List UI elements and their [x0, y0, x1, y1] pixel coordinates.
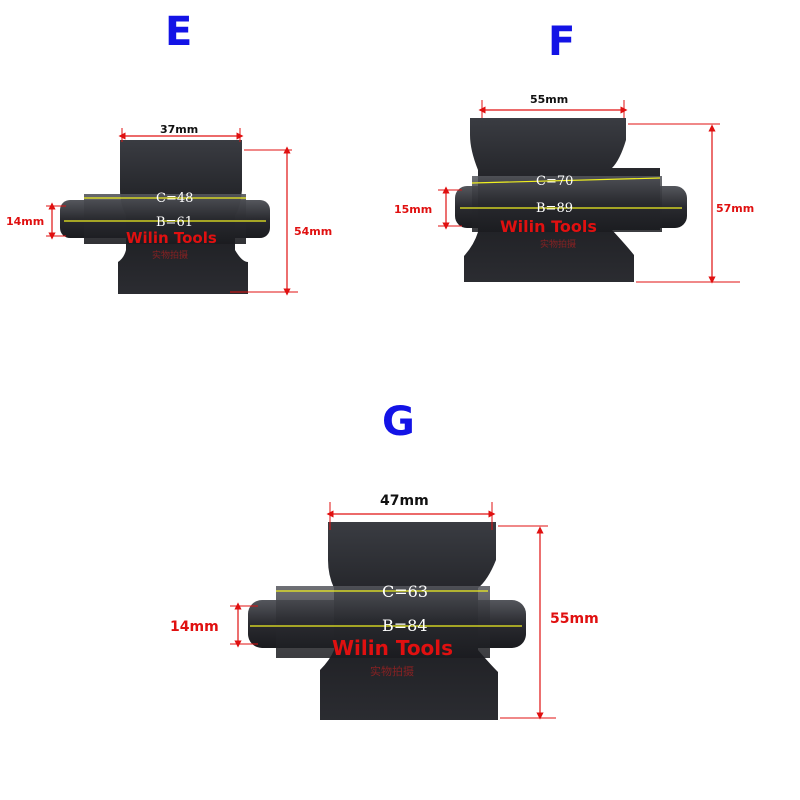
part-g-c-label: C=63 [382, 582, 429, 601]
part-e-watermark: Wilin Tools [126, 229, 217, 247]
part-f-c-label: C=70 [536, 174, 574, 189]
part-f-watermark: Wilin Tools [500, 217, 597, 236]
part-e-watermark-cn: 实物拍摄 [152, 251, 189, 261]
part-f-watermark-cn: 实物拍摄 [540, 240, 577, 250]
part-g-title: G [382, 399, 415, 445]
part-e-height: 54mm [294, 225, 333, 238]
part-e-shaft-diameter: 14mm [6, 215, 45, 228]
part-f-b-label: B=89 [536, 201, 573, 216]
part-g-top-width: 47mm [380, 493, 429, 509]
part-e-title: E [165, 9, 193, 55]
part-g-watermark-cn: 实物拍摄 [370, 665, 414, 678]
part-f-image [438, 100, 740, 284]
part-f-height: 57mm [716, 202, 755, 215]
part-g-height: 55mm [550, 611, 599, 627]
part-f-title: F [548, 19, 576, 65]
part-e-b-label: B=61 [156, 215, 193, 230]
part-g-shaft-diameter: 14mm [170, 619, 219, 635]
part-f-shaft-diameter: 15mm [394, 203, 433, 216]
part-e-top-width: 37mm [160, 123, 199, 136]
part-g-image [230, 502, 556, 720]
part-e-image [46, 128, 298, 296]
part-f-top-width: 55mm [530, 93, 569, 106]
part-e-c-label: C=48 [156, 191, 194, 206]
part-g-watermark: Wilin Tools [332, 636, 454, 660]
part-g-b-label: B=84 [382, 616, 428, 635]
